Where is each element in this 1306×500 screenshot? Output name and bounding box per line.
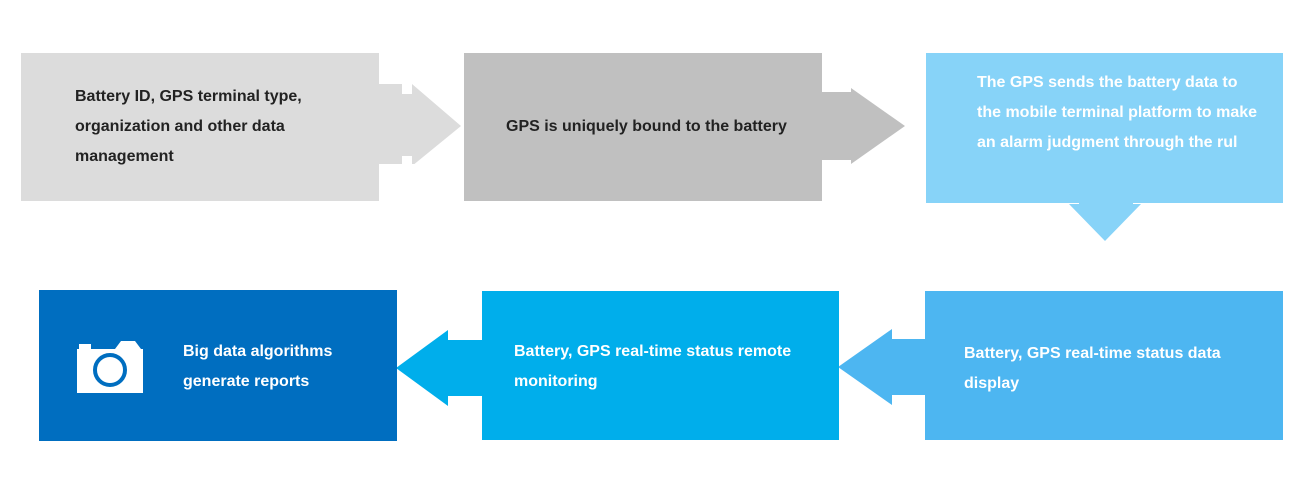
arrow-step5-to-step6 [396,330,484,406]
arrow-step3-to-step4 [1069,199,1141,241]
step-box-status-display: Battery, GPS real-time status data displ… [925,291,1283,440]
step-box-data-management: Battery ID, GPS terminal type, organizat… [21,53,379,201]
arrow-step2-to-step3 [819,88,905,164]
step-box-remote-monitoring: Battery, GPS real-time status remote mon… [482,291,839,440]
step-text: Battery, GPS real-time status remote mon… [514,342,792,390]
step-text: GPS is uniquely bound to the battery [506,118,787,135]
step-text: Battery, GPS real-time status data displ… [964,344,1221,392]
arrow-step1-to-step2 [376,84,461,164]
step-text: The GPS sends the battery data to the mo… [977,74,1258,151]
step-box-alarm-judgment: The GPS sends the battery data to the mo… [926,53,1283,203]
arrow-step4-to-step5 [838,329,928,405]
step-text: Big data algorithms generate reports [183,342,333,390]
camera-icon [77,341,143,393]
step-text: Battery ID, GPS terminal type, organizat… [75,88,302,165]
step-box-gps-binding: GPS is uniquely bound to the battery [464,53,822,201]
